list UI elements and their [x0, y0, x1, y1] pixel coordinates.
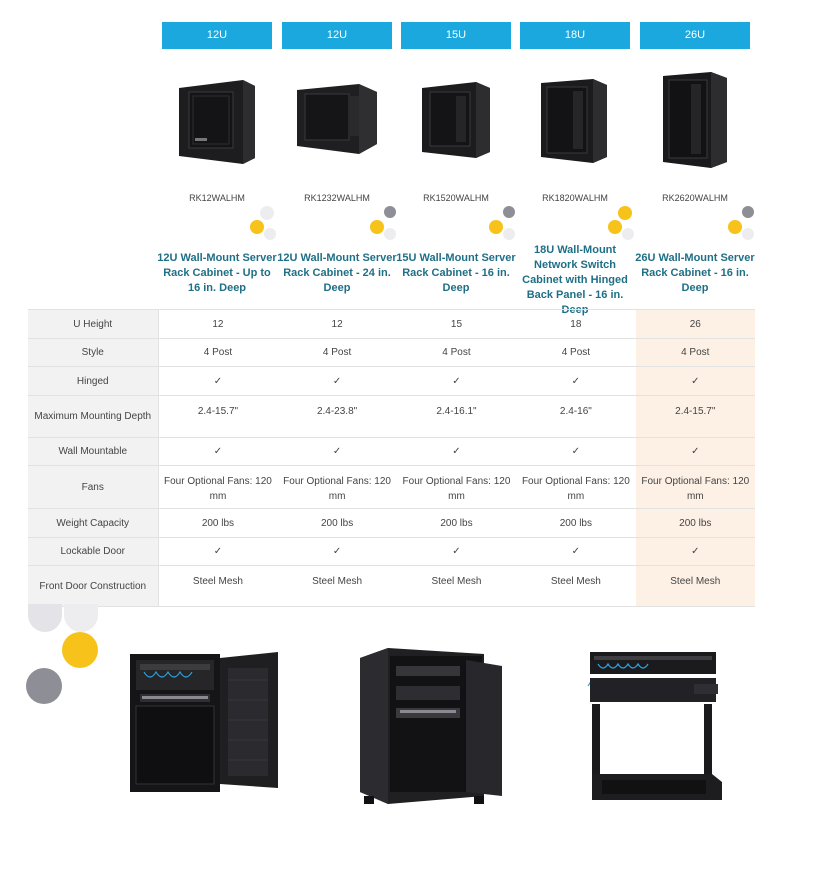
decorative-circle: [26, 668, 62, 704]
table-cell: ✓: [158, 366, 278, 396]
table-cell: 4 Post: [277, 338, 397, 367]
table-cell: 15: [396, 309, 517, 339]
table-cell: ✓: [635, 366, 755, 396]
decorative-circle: [62, 632, 98, 668]
table-cell: 12: [158, 309, 278, 339]
table-cell: Four Optional Fans: 120 mm: [635, 465, 755, 509]
table-cell: 2.4-23.8": [277, 395, 397, 438]
product-title[interactable]: 18U Wall-Mount Network Switch Cabinet wi…: [522, 244, 628, 316]
table-cell: 12: [277, 309, 397, 339]
table-cell: ✓: [158, 437, 278, 466]
product-title[interactable]: 15U Wall-Mount Server Rack Cabinet - 16 …: [396, 252, 516, 294]
product-sku: RK1520WALHM: [423, 193, 489, 203]
table-row: Style 4 Post 4 Post 4 Post 4 Post 4 Post: [28, 338, 755, 367]
comparison-table: U Height 12 12 15 18 26 Style 4 Post 4 P…: [28, 309, 755, 607]
table-cell: 4 Post: [635, 338, 755, 367]
table-cell: Steel Mesh: [516, 565, 636, 607]
table-cell: ✓: [516, 537, 636, 566]
row-label: Wall Mountable: [28, 437, 159, 466]
table-cell: 4 Post: [516, 338, 636, 367]
table-cell: ✓: [396, 437, 517, 466]
table-cell: Steel Mesh: [635, 565, 755, 607]
decorative-dots: [726, 206, 756, 242]
table-row: Weight Capacity 200 lbs 200 lbs 200 lbs …: [28, 508, 755, 538]
table-cell: ✓: [277, 537, 397, 566]
table-cell: ✓: [516, 366, 636, 396]
table-cell: 2.4-16": [516, 395, 636, 438]
product-sku: RK2620WALHM: [662, 193, 728, 203]
table-row: Hinged ✓ ✓ ✓ ✓ ✓: [28, 366, 755, 396]
table-cell: Four Optional Fans: 120 mm: [277, 465, 397, 509]
table-cell: 2.4-15.7": [158, 395, 278, 438]
table-row: Wall Mountable ✓ ✓ ✓ ✓ ✓: [28, 437, 755, 466]
column-heading: 26U: [640, 22, 750, 49]
product-image[interactable]: [520, 70, 630, 170]
table-cell: 26: [635, 309, 755, 339]
row-label: Weight Capacity: [28, 508, 159, 538]
row-label: Hinged: [28, 366, 159, 396]
table-cell: ✓: [516, 437, 636, 466]
floor-cabinet-image: [354, 646, 504, 813]
table-cell: Four Optional Fans: 120 mm: [158, 465, 278, 509]
table-cell: 4 Post: [158, 338, 278, 367]
table-cell: Steel Mesh: [396, 565, 517, 607]
decorative-dots: [487, 206, 517, 242]
open-frame-rack-image: [584, 646, 726, 811]
column-heading: 18U: [520, 22, 630, 49]
product-sku: RK12WALHM: [189, 193, 245, 203]
row-label: Style: [28, 338, 159, 367]
open-cabinet-image: [128, 650, 280, 800]
table-cell: ✓: [635, 537, 755, 566]
product-image[interactable]: [401, 70, 511, 170]
decorative-dots: [368, 206, 398, 242]
table-cell: 200 lbs: [635, 508, 755, 538]
table-cell: ✓: [158, 537, 278, 566]
decorative-dots: [606, 206, 636, 242]
column-heading: 12U: [282, 22, 392, 49]
table-row: Maximum Mounting Depth 2.4-15.7" 2.4-23.…: [28, 395, 755, 438]
product-title[interactable]: 26U Wall-Mount Server Rack Cabinet - 16 …: [635, 252, 755, 294]
table-cell: ✓: [396, 366, 517, 396]
table-cell: 2.4-15.7": [635, 395, 755, 438]
table-row: Lockable Door ✓ ✓ ✓ ✓ ✓: [28, 537, 755, 566]
table-cell: 200 lbs: [158, 508, 278, 538]
row-label: Fans: [28, 465, 159, 509]
table-cell: 200 lbs: [396, 508, 517, 538]
decorative-circle: [64, 604, 98, 632]
table-cell: ✓: [277, 437, 397, 466]
row-label: Maximum Mounting Depth: [28, 395, 159, 438]
product-title[interactable]: 12U Wall-Mount Server Rack Cabinet - 24 …: [277, 252, 397, 294]
product-sku: RK1820WALHM: [542, 193, 608, 203]
table-cell: ✓: [396, 537, 517, 566]
table-row: Fans Four Optional Fans: 120 mm Four Opt…: [28, 465, 755, 509]
table-cell: Steel Mesh: [158, 565, 278, 607]
table-row: U Height 12 12 15 18 26: [28, 309, 755, 339]
decorative-dots: [248, 206, 278, 242]
table-cell: 200 lbs: [277, 508, 397, 538]
column-heading: 15U: [401, 22, 511, 49]
row-label: Lockable Door: [28, 537, 159, 566]
product-image[interactable]: [162, 70, 272, 170]
product-sku: RK1232WALHM: [304, 193, 370, 203]
row-label: Front Door Construction: [28, 565, 159, 607]
table-cell: Four Optional Fans: 120 mm: [516, 465, 636, 509]
column-heading: 12U: [162, 22, 272, 49]
table-cell: 4 Post: [396, 338, 517, 367]
table-cell: 2.4-16.1": [396, 395, 517, 438]
table-cell: Four Optional Fans: 120 mm: [396, 465, 517, 509]
table-cell: 200 lbs: [516, 508, 636, 538]
table-cell: 18: [516, 309, 636, 339]
table-cell: ✓: [277, 366, 397, 396]
row-label: U Height: [28, 309, 159, 339]
product-image[interactable]: [282, 70, 392, 170]
table-cell: ✓: [635, 437, 755, 466]
product-image[interactable]: [640, 70, 750, 170]
table-row: Front Door Construction Steel Mesh Steel…: [28, 565, 755, 607]
decorative-circle: [28, 604, 62, 632]
product-title[interactable]: 12U Wall-Mount Server Rack Cabinet - Up …: [157, 252, 277, 294]
table-cell: Steel Mesh: [277, 565, 397, 607]
